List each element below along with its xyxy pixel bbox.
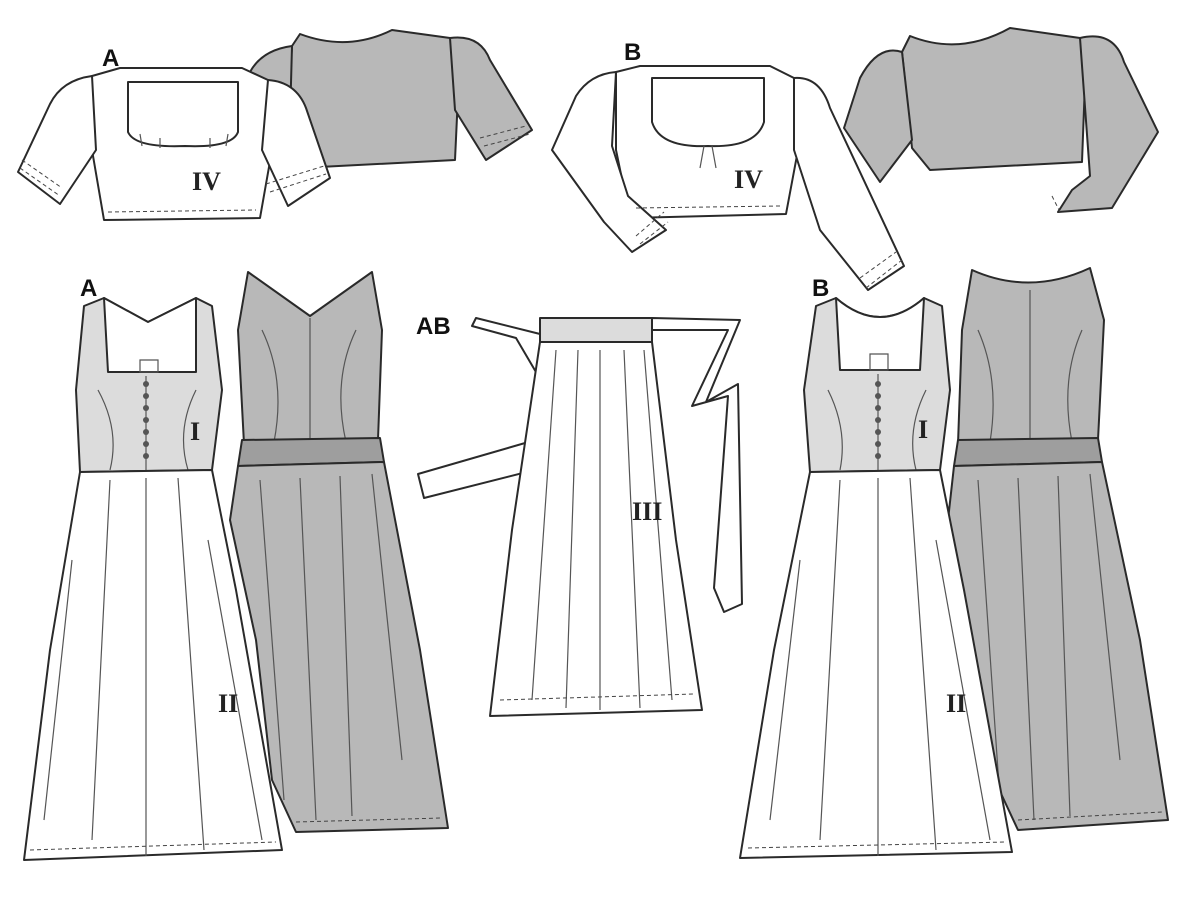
blouse-b-back-right-sleeve (1057, 35, 1159, 213)
piece-blouse-b: IV (734, 165, 763, 194)
blouse-b-front-right-sleeve (793, 76, 905, 291)
piece-bodice-a: I (190, 417, 200, 446)
label-dress-b: B (812, 275, 829, 302)
label-dress-a: A (80, 275, 97, 302)
blouse-a-front (17, 67, 331, 221)
piece-skirt-b: II (946, 689, 966, 718)
apron-body (489, 341, 703, 717)
blouse-b-front-left-sleeve (551, 71, 667, 253)
apron (417, 317, 743, 717)
piece-skirt-a: II (218, 689, 238, 718)
dress-b-front (739, 297, 1013, 859)
piece-blouse-a: IV (192, 167, 221, 196)
piece-bodice-b: I (918, 415, 928, 444)
blouse-a-front-right-sleeve (261, 79, 331, 207)
blouse-b-back-left-sleeve (843, 49, 913, 183)
blouse-a-back-right-sleeve (449, 36, 533, 161)
blouse-b-back (843, 27, 1159, 213)
apron-waistband (539, 317, 653, 343)
dress-a-front (23, 297, 283, 861)
blouse-b-front (551, 65, 905, 291)
label-blouse-b: B (624, 39, 641, 66)
label-blouse-a: A (102, 45, 119, 72)
dress-b-buttons (875, 381, 881, 459)
piece-apron: III (632, 497, 662, 526)
dress-a-buttons (143, 381, 149, 459)
blouse-a-front-left-sleeve (17, 75, 97, 205)
label-apron: AB (416, 313, 451, 340)
apron-right-tie (649, 317, 743, 613)
dress-a-back (229, 271, 449, 833)
